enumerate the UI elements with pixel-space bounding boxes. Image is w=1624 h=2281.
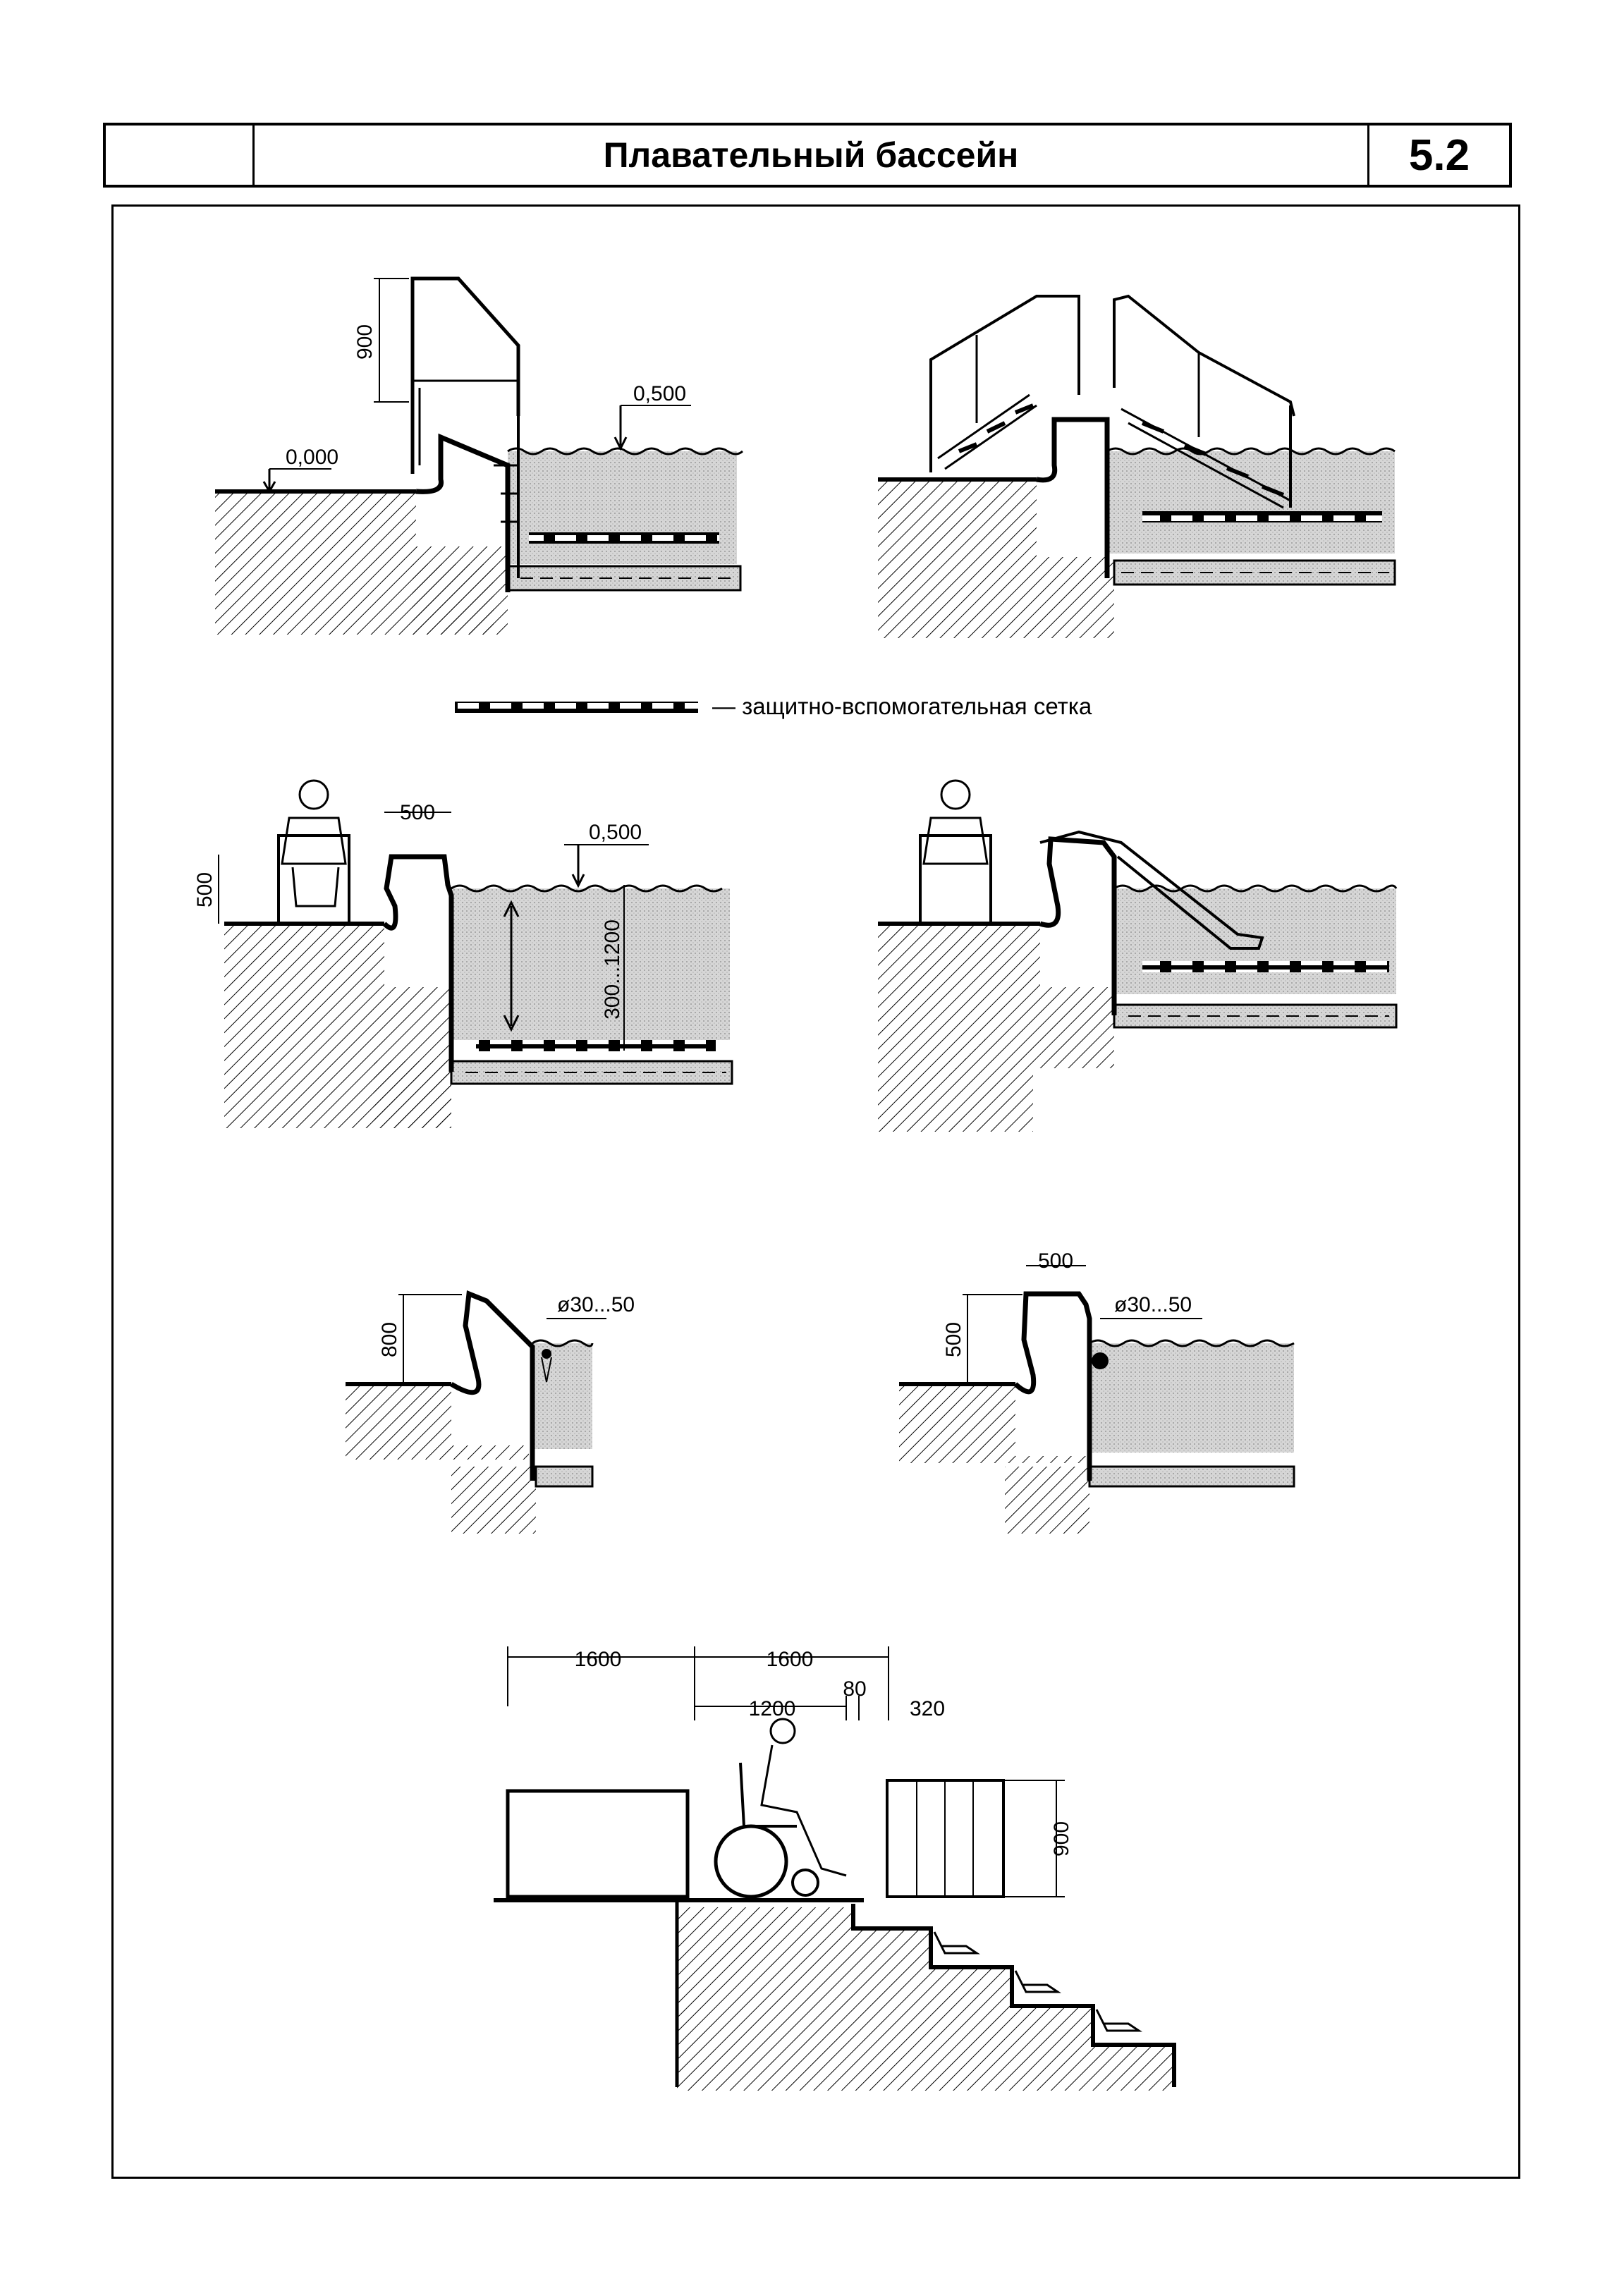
- span-dimension: 320: [910, 1697, 945, 1720]
- pool-wall: [450, 1290, 535, 1481]
- stand-seat: [933, 1931, 980, 1955]
- handrail-profile: [1092, 1352, 1109, 1369]
- diagram-5-sloped-edge: 800 ø30...50: [346, 1290, 635, 1534]
- handrail: [1113, 294, 1295, 417]
- safety-net: [1142, 961, 1389, 972]
- water-surface: [1106, 447, 1396, 455]
- pool-wall: [1039, 836, 1117, 1015]
- level-arrow: [262, 469, 276, 494]
- water-level: 0,500: [633, 382, 686, 405]
- pool-floor-band: [1088, 1465, 1295, 1488]
- water: [1089, 1343, 1294, 1453]
- title-block: Плавательный бассейн 5.2: [103, 123, 1512, 188]
- sheet-frame: [111, 204, 1520, 2179]
- diagram-6-vertical-edge: 500 500 ø30...50: [899, 1249, 1295, 1534]
- legend-net-symbol: [455, 702, 698, 713]
- safety-net: [1142, 511, 1382, 522]
- rail-diameter: ø30...50: [557, 1293, 635, 1316]
- title-block-empty-cell: [106, 126, 255, 185]
- height-dimension: 900: [353, 324, 377, 360]
- span-dimension: 1600: [767, 1648, 814, 1671]
- depth-arrow: [503, 900, 520, 1032]
- ground-hatch: [1005, 1467, 1089, 1534]
- stand-hatch: [677, 1907, 1174, 2091]
- legend-label: — защитно-вспомогательная сетка: [712, 693, 1092, 719]
- ground-hatch: [346, 1386, 529, 1460]
- platform-block: [506, 1789, 690, 1899]
- ground-hatch: [451, 1467, 536, 1534]
- water-surface: [507, 447, 743, 455]
- pool-wall: [1013, 1291, 1092, 1481]
- span-dimension: 1200: [749, 1697, 796, 1720]
- water-surface: [532, 1339, 594, 1347]
- pool-wall: [1036, 417, 1110, 578]
- span-dimension: 80: [843, 1677, 866, 1701]
- edge-width-dimension: 500: [400, 801, 435, 824]
- stair-stringer: [937, 393, 1037, 470]
- transfer-slide: [1039, 830, 1264, 950]
- stand-seat: [1014, 1970, 1061, 1993]
- height-dimension: 800: [378, 1322, 401, 1357]
- wheelchair-user-figure: [919, 779, 992, 925]
- width-dimension: 500: [1038, 1249, 1073, 1273]
- safety-net: [476, 1040, 716, 1051]
- handrail: [929, 295, 1080, 472]
- water-level: 0,500: [589, 821, 642, 844]
- stair-treads: [958, 403, 1285, 497]
- stand-seat: [1095, 2009, 1142, 2032]
- water: [1107, 451, 1395, 554]
- diagram-2-pool-stairs: [878, 294, 1396, 638]
- depth-dimension: 300...1200: [601, 919, 624, 1020]
- ground-hatch: [899, 1386, 1089, 1463]
- ground-hatch: [413, 564, 494, 635]
- diagram-1-handrail-edge: 900 0,000 0,500: [215, 276, 743, 635]
- level-arrow: [613, 405, 628, 451]
- ground-hatch: [878, 924, 1114, 1132]
- handrail: [410, 276, 520, 474]
- diagram-4-transfer-slide: [878, 779, 1398, 1132]
- safety-net: [529, 532, 719, 544]
- height-dimension: 500: [193, 872, 216, 907]
- handrail-profile: [542, 1349, 551, 1359]
- water-surface: [451, 884, 723, 893]
- pool-wall: [415, 433, 511, 592]
- diagram-7-grandstand: 1600 1600 1200 80 320 900: [494, 1646, 1176, 2091]
- wheelchair-user-figure: [714, 1718, 847, 1899]
- stand-steps: [851, 1904, 1176, 2087]
- water: [508, 451, 737, 564]
- water: [1114, 888, 1396, 994]
- ground-hatch: [374, 1061, 451, 1128]
- pool-floor-band: [1113, 559, 1396, 586]
- sheet-title: Плавательный бассейн: [255, 126, 1369, 185]
- pool-wall: [382, 854, 454, 1072]
- span-dimension: 1600: [575, 1648, 622, 1671]
- ground-hatch: [878, 479, 1114, 638]
- height-dimension: 900: [1050, 1821, 1073, 1857]
- wheelchair-user-figure: [277, 779, 350, 925]
- rail-diameter: ø30...50: [1114, 1293, 1192, 1316]
- water-surface: [1089, 1339, 1295, 1347]
- handrail-bracket: [541, 1357, 552, 1383]
- diagram-3-wheelchair-transfer: 300...1200 0,500 500 500: [193, 779, 733, 1128]
- water-surface: [1113, 884, 1398, 893]
- level-arrow: [571, 845, 585, 888]
- height-dimension: 500: [942, 1322, 965, 1357]
- sheet-number: 5.2: [1408, 130, 1470, 180]
- floor-level: 0,000: [286, 446, 338, 469]
- pool-floor-band: [535, 1465, 594, 1488]
- legend: — защитно-вспомогательная сетка: [455, 693, 1092, 719]
- water: [451, 888, 730, 1040]
